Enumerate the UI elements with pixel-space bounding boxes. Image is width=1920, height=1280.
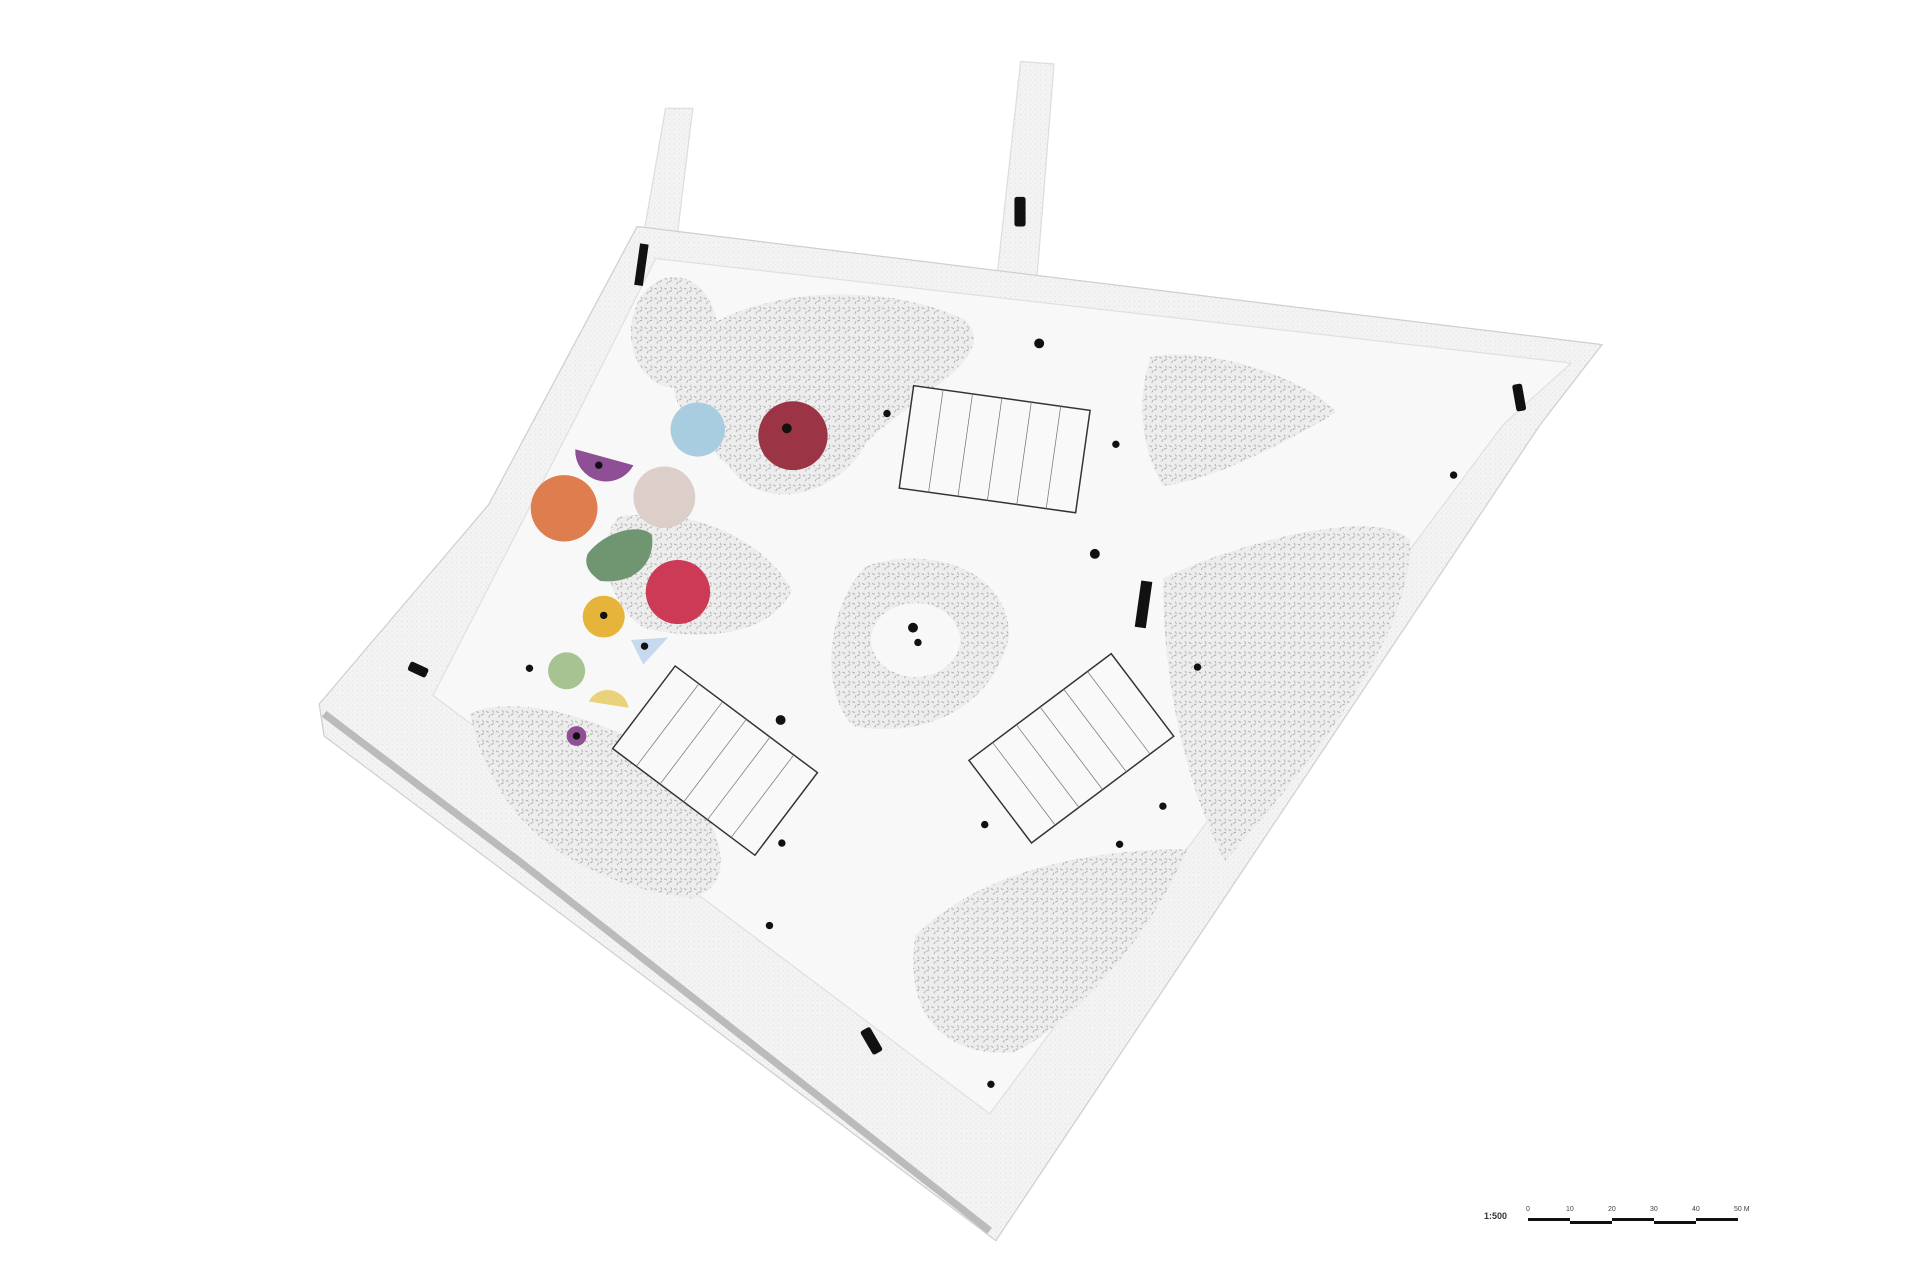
scale-tick: 10	[1566, 1206, 1574, 1213]
scale-segment	[1654, 1221, 1696, 1224]
inner-lawn	[432, 257, 1573, 1115]
scale-tick: 40	[1692, 1206, 1700, 1213]
scale-segment	[1528, 1218, 1570, 1221]
scale-segment	[1570, 1221, 1612, 1224]
street-edge	[321, 710, 992, 1234]
sports-court-north	[898, 384, 1091, 514]
sports-court-southwest	[611, 664, 819, 857]
north-access-road-right	[996, 60, 1055, 282]
scale-tick: 0	[1526, 1206, 1530, 1213]
scale-tick: 20	[1608, 1206, 1616, 1213]
north-access-road-left	[642, 107, 694, 241]
vehicles	[407, 196, 1527, 1055]
sports-court-southeast	[967, 652, 1175, 844]
scale-ratio: 1:500	[1484, 1211, 1508, 1221]
scale-tick: 50 M	[1734, 1206, 1750, 1213]
scale-segment	[1612, 1218, 1654, 1221]
people-figures	[525, 338, 1458, 1088]
scale-bar: 1:500 0 10 20 30 40 50 M	[1484, 1206, 1784, 1246]
activity-zones	[530, 401, 828, 746]
scale-tick: 30	[1650, 1206, 1658, 1213]
scale-segment	[1696, 1218, 1738, 1221]
